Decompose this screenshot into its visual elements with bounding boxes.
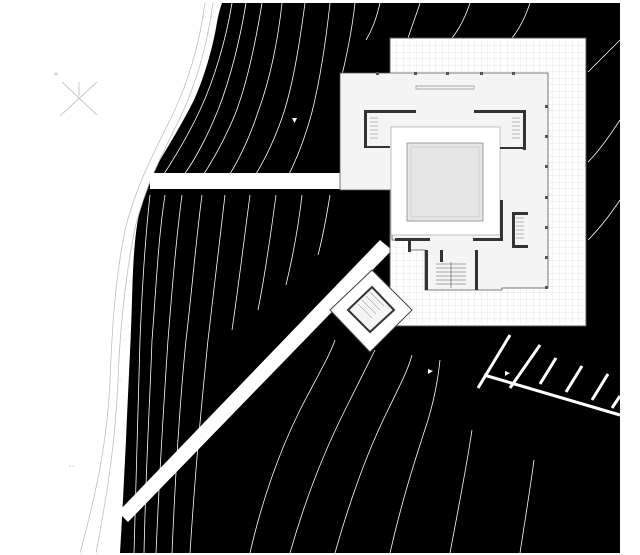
right-margin [620,0,640,555]
staircase [436,262,466,288]
counter [415,85,475,90]
pier [476,334,622,417]
diagonal-walkway [118,240,392,522]
bottom-margin [0,553,640,555]
pool [406,142,484,222]
terrace-posts [376,72,548,289]
upper-walkway [150,173,392,189]
walls [364,110,528,290]
shoreline [79,2,214,554]
rotated-pavilion [329,269,413,353]
upper-stairs [370,117,524,239]
beach-marks [69,339,125,467]
north-arrow-icon [54,72,98,117]
path-arrows [232,118,510,376]
